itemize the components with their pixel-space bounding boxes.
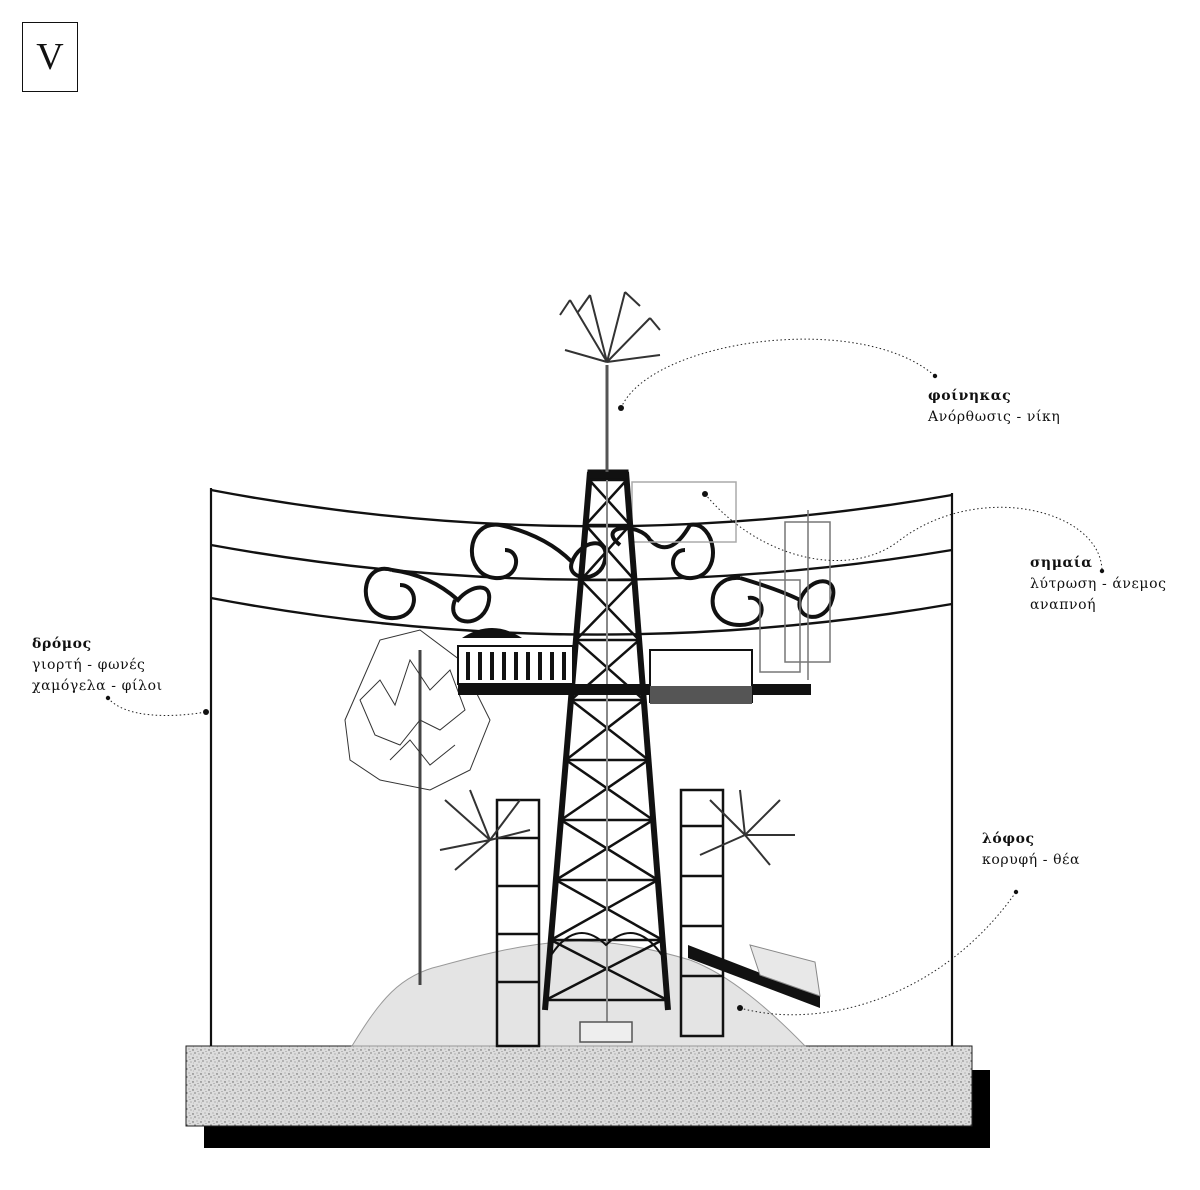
annotation-lofos: λόφος κορυφή - θέα [982,829,1080,871]
dot-dromos-end [105,695,111,701]
ramp-black [688,945,820,1008]
hill [351,940,807,1047]
ladders [495,788,725,1048]
tower-brace [565,699,645,761]
flag [631,481,831,680]
platform [457,628,811,704]
annotation-lofos-line1: κορυφή - θέα [982,852,1081,868]
annotation-dromos-line1: γιορτή - φωνές [32,657,146,673]
tower-brace [580,524,632,581]
tree-left-scribble [359,658,466,766]
dot-lofos [737,1005,743,1011]
annotation-dromos-title: δρόμος [32,636,92,652]
lattice-tower [542,469,671,1043]
leader-simaia [704,493,1103,571]
leader-lines [107,338,1103,1016]
tower-leg-left [542,471,593,1011]
tower-brace [575,579,636,641]
tower-brace [588,479,632,526]
dot-simaia [702,491,708,497]
utility-poles [209,488,954,1046]
tree-left [344,629,491,985]
ladder-right [679,788,725,1038]
tower-brace [555,878,664,942]
dot-lofos-end [1013,889,1019,895]
annotation-simaia-line2: αναπνοή [1030,597,1097,613]
tower-leg-right [623,471,671,1011]
tower-brace [570,699,650,761]
tower-brace [560,818,659,882]
palm-left [439,789,531,871]
dot-foinikas [618,405,624,411]
annotation-dromos-line2: χαμόγελα - φίλοι [32,678,163,694]
palm-top [559,291,661,472]
annotation-dromos: δρόμος γιορτή - φωνές χαμόγελα - φίλοι [32,634,163,697]
annotation-foinikas-title: φοίνηκας [928,388,1012,404]
tower-brace [580,579,641,641]
tower-brace [550,938,668,1002]
dot-dromos [203,709,209,715]
tower-brace [550,878,659,942]
wire-1 [210,488,953,528]
tower-brace [545,938,664,1002]
stair-ramp [688,944,821,1008]
tower-brace [565,758,654,822]
dot-foinikas-end [932,373,938,379]
leader-dromos [107,697,207,716]
annotation-foinikas: φοίνηκας Ανόρθωσις - νίκη [928,386,1060,428]
leader-foinikas [620,338,936,409]
tower-brace [560,758,650,822]
platform-deck-left [458,684,648,695]
annotation-simaia: σημαία λύτρωση - άνεμος αναπνοή [1030,553,1167,616]
palm-top-fronds [559,291,661,363]
palm-right-fronds [699,789,795,866]
ladder-left [495,798,541,1048]
annotation-foinikas-line1: Ανόρθωσις - νίκη [928,409,1061,425]
balcony-base [650,686,752,704]
base-plinth [185,1045,990,1148]
tower-brace [584,524,636,581]
annotation-lofos-title: λόφος [982,831,1035,847]
tower-bracing [545,478,668,1030]
ramp-grey [749,944,821,997]
scroll-right [710,575,836,628]
annotation-simaia-line1: λύτρωση - άνεμος [1030,576,1167,592]
tree-left-canopy [344,629,491,791]
palm-right [699,789,795,866]
scroll-center-right [610,522,715,581]
balusters [466,652,566,680]
umbrella-icon [462,628,522,638]
tower-brace [555,818,654,882]
palm-left-fronds [439,789,531,871]
leader-dots [105,373,1105,1011]
dot-simaia-end [1099,568,1105,574]
tower-arch [579,1021,633,1043]
scroll-left [363,566,492,624]
annotation-simaia-title: σημαία [1030,555,1093,571]
flag-ladder [759,579,801,673]
base-block [185,1045,973,1127]
tower-arches [547,932,666,961]
section-label: V [22,22,78,92]
